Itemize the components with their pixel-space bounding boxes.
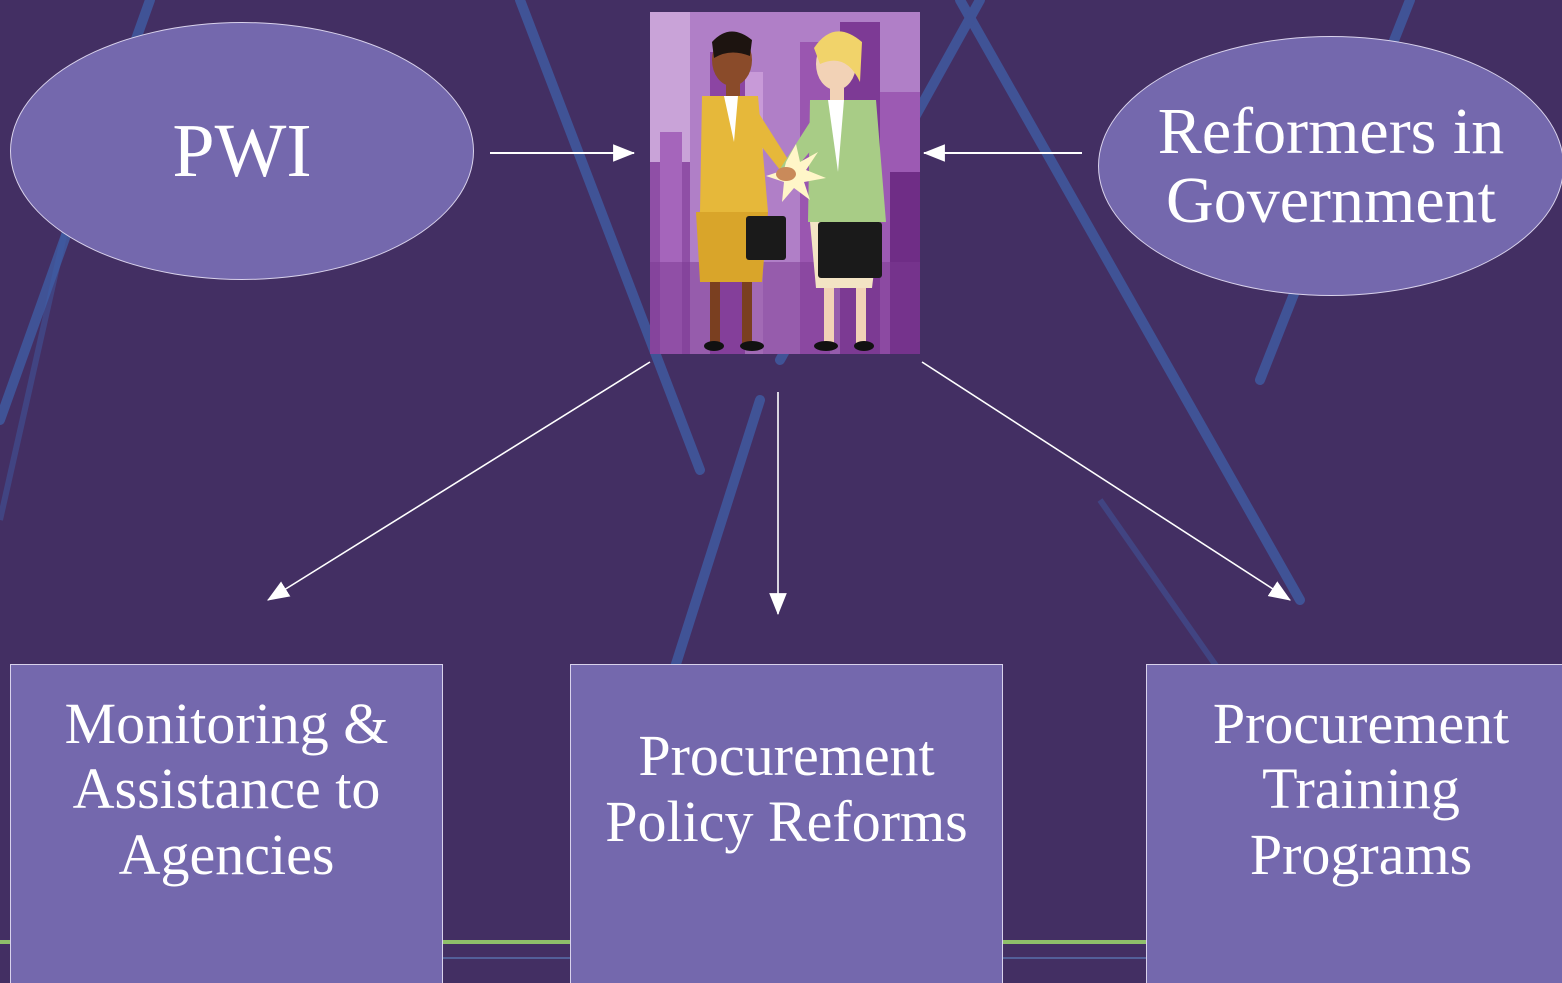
handshake-businesswomen-clipart-icon [650, 12, 920, 354]
outcome-monitoring-label: Monitoring & Assistance to Agencies [64, 690, 389, 887]
pwi-label: PWI [172, 108, 312, 193]
reformers-label: Reformers in Government [1157, 94, 1505, 237]
outcome-training-programs-label: Procurement Training Programs [1212, 690, 1510, 887]
outcome-training-programs-box: Procurement Training Programs [1146, 664, 1562, 983]
outcome-policy-reforms-label: Procurement Policy Reforms [605, 723, 968, 854]
reformers-in-government-node: Reformers in Government [1098, 36, 1562, 296]
outcome-policy-reforms-box: Procurement Policy Reforms [570, 664, 1003, 983]
pwi-node: PWI [10, 22, 474, 280]
outcome-monitoring-box: Monitoring & Assistance to Agencies [10, 664, 443, 983]
